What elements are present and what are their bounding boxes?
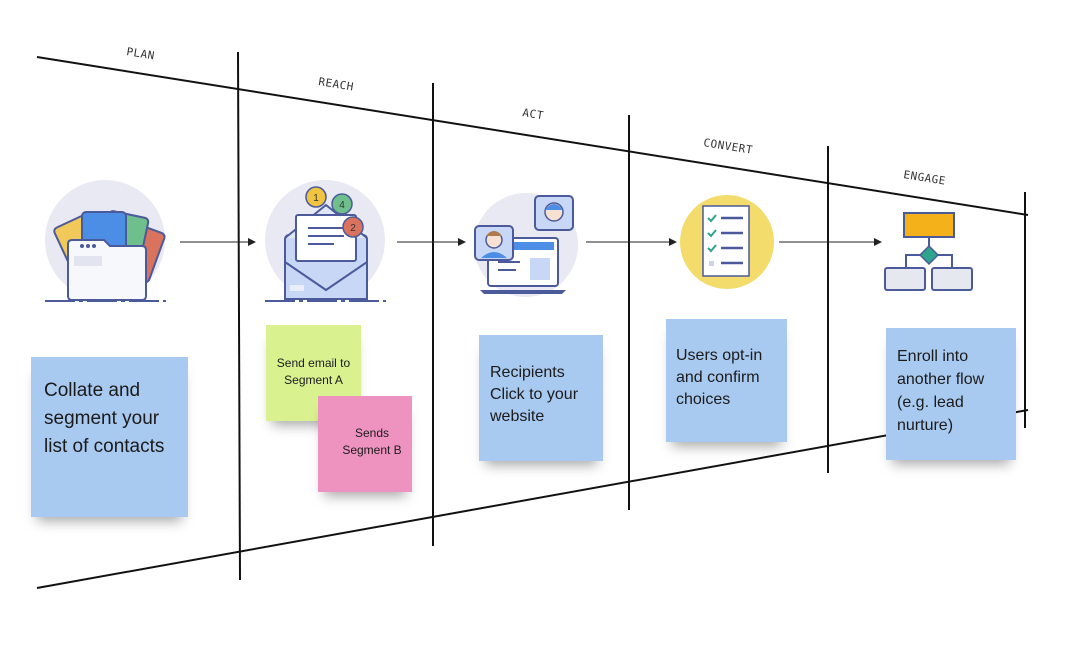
sticky-note-plan[interactable]: Collate and segment your list of contact…	[31, 357, 188, 517]
stage-label-convert: CONVERT	[703, 136, 754, 157]
svg-text:1: 1	[313, 193, 319, 204]
checklist-icon	[680, 195, 774, 289]
sticky-note-act[interactable]: Recipients Click to your website	[479, 335, 603, 461]
note-text: Sends Segment B	[342, 426, 402, 457]
svg-text:2: 2	[350, 223, 356, 234]
funnel-bottom-edge	[36, 409, 1029, 589]
stage-label-reach: REACH	[318, 75, 355, 93]
funnel-top-edge	[36, 56, 1029, 216]
folder-cards-icon	[45, 180, 166, 302]
badge-4: 4	[331, 193, 353, 215]
note-text: Collate and segment your list of contact…	[44, 380, 165, 457]
note-text: Users opt-in and confirm choices	[676, 347, 763, 408]
note-text: Send email to Segment A	[276, 356, 351, 387]
stage-label-plan: PLAN	[126, 45, 156, 62]
website-users-icon	[474, 193, 578, 297]
stage-label-act: ACT	[522, 106, 545, 122]
note-text: Enroll into another flow (e.g. lead nurt…	[897, 348, 985, 434]
badge-1: 1	[305, 186, 327, 208]
stage-label-engage: ENGAGE	[903, 168, 947, 188]
badge-2: 2	[342, 216, 364, 238]
stage-divider	[237, 51, 241, 581]
email-envelope-icon	[265, 180, 386, 302]
note-text: Recipients Click to your website	[490, 364, 579, 425]
sticky-note-engage[interactable]: Enroll into another flow (e.g. lead nurt…	[886, 328, 1016, 460]
sticky-note-reach-b[interactable]: Sends Segment B	[318, 396, 412, 492]
flowchart-icon	[884, 212, 973, 291]
sticky-note-convert[interactable]: Users opt-in and confirm choices	[666, 319, 787, 442]
svg-text:4: 4	[339, 200, 345, 211]
